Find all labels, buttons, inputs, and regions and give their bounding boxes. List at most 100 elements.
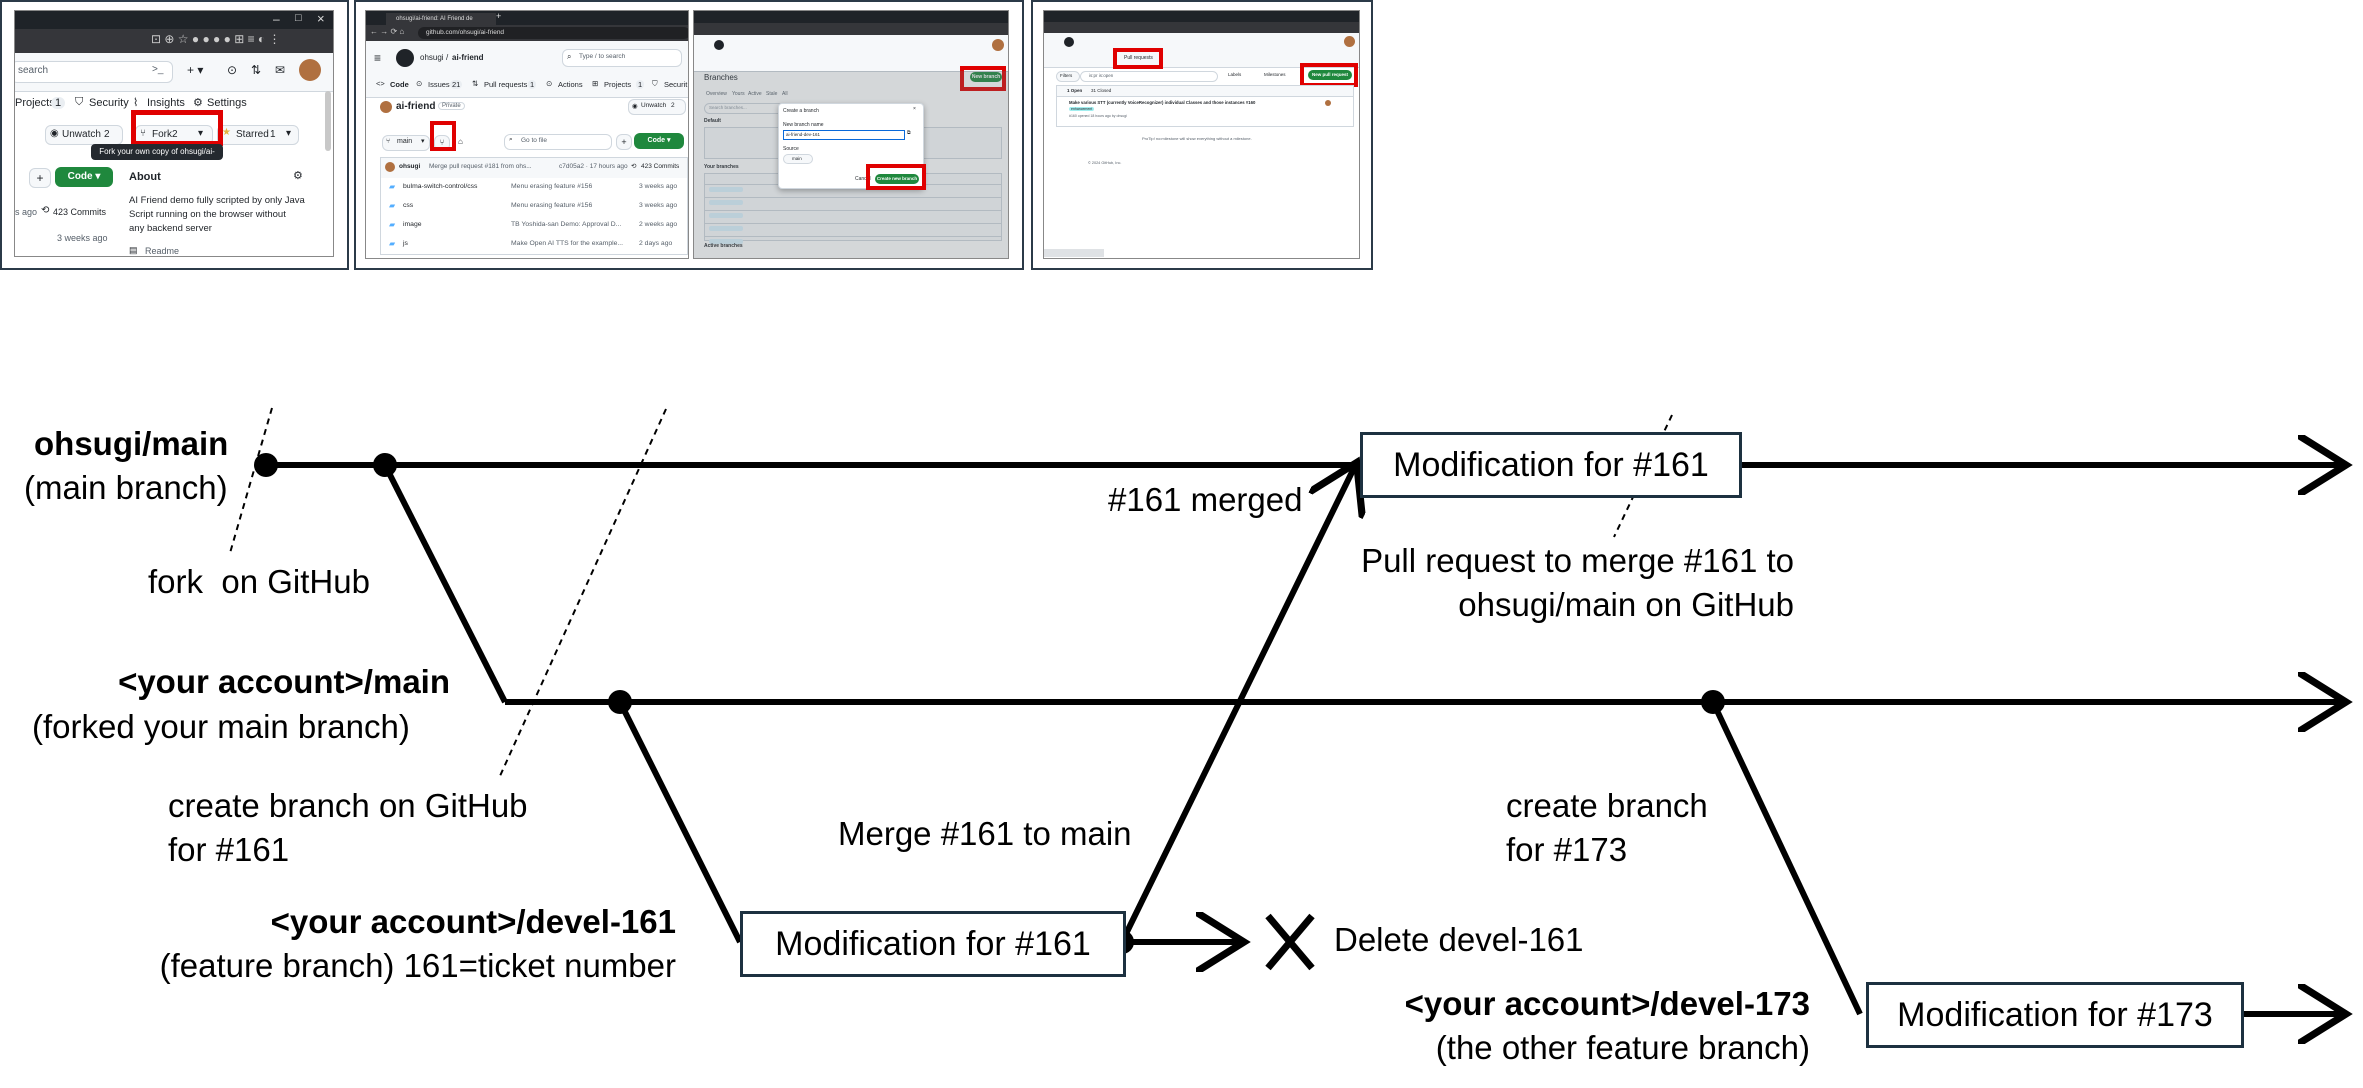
milestones-button[interactable]: Milestones — [1264, 72, 1286, 77]
projects-icon: ⊞ — [592, 79, 599, 88]
labels-button[interactable]: Labels — [1228, 72, 1242, 77]
repo-name-link[interactable]: ai-friend — [452, 53, 484, 62]
closed-count[interactable]: 31 Closed — [1091, 88, 1112, 93]
branch-row[interactable] — [705, 223, 1001, 231]
new-pr-label: New pull request — [1311, 72, 1348, 77]
new-tab-icon[interactable]: + — [496, 11, 502, 21]
go-to-file-input[interactable]: ⌕ Go to file — [504, 134, 612, 150]
devel-173-modification-box: Modification for #173 — [1866, 982, 2244, 1048]
code-button[interactable]: Code ▾ — [55, 167, 113, 187]
file-commit-message[interactable]: Menu erasing feature #156 — [511, 183, 593, 190]
inbox-icon[interactable]: ✉ — [275, 63, 286, 77]
file-name[interactable]: image — [403, 221, 422, 228]
nav-insights[interactable]: Insights — [147, 97, 185, 109]
branch-selector[interactable]: ⑂ main ▾ — [382, 135, 430, 151]
pull-requests-highlight — [1113, 48, 1163, 69]
file-name[interactable]: css — [403, 202, 414, 209]
file-commit-message[interactable]: Make Open AI TTS for the example... — [511, 240, 624, 247]
cancel-button[interactable]: Cancel — [855, 176, 871, 182]
gear-icon[interactable]: ⚙ — [293, 170, 303, 182]
unwatch-button[interactable]: ◉ Unwatch 2 — [45, 125, 123, 145]
tab-issues[interactable]: Issues — [428, 80, 450, 89]
new-branch-button[interactable]: New branch — [970, 72, 1002, 82]
branch-row[interactable] — [705, 210, 1001, 218]
search-input[interactable]: search >_ — [15, 61, 173, 83]
branch-row[interactable] — [705, 197, 1001, 205]
github-logo-icon[interactable] — [396, 49, 414, 67]
source-label: Source — [783, 146, 799, 152]
copy-icon[interactable]: ⧉ — [907, 130, 911, 136]
code-button[interactable]: Code ▾ — [634, 133, 684, 149]
hamburger-icon[interactable]: ≡ — [374, 51, 382, 65]
file-commit-message[interactable]: Menu erasing feature #156 — [511, 202, 593, 209]
owner-link[interactable]: ohsugi — [420, 53, 444, 62]
commit-message[interactable]: Merge pull request #181 from ohs... — [429, 163, 532, 170]
pull-request-icon[interactable]: ⇅ — [251, 63, 262, 77]
minimize-icon[interactable]: – — [273, 12, 280, 26]
new-pull-request-button[interactable]: New pull request — [1308, 70, 1352, 80]
tab-stale[interactable]: Stale — [766, 91, 778, 97]
tab-yours[interactable]: Yours — [732, 91, 745, 97]
delete-x-mark-b — [1265, 913, 1315, 971]
tag-icon[interactable]: ⌂ — [458, 137, 463, 146]
tab-code[interactable]: Code — [390, 80, 409, 89]
add-file-button[interactable]: + — [616, 134, 632, 150]
folder-icon: ▰ — [389, 239, 396, 248]
tab-projects[interactable]: Projects — [604, 80, 632, 89]
close-icon[interactable]: × — [913, 106, 916, 112]
repo-title: ai-friend — [396, 101, 436, 112]
filters-button[interactable]: Filters — [1056, 71, 1080, 82]
open-count[interactable]: 1 Open — [1067, 88, 1083, 93]
unwatch-label: Unwatch — [62, 129, 101, 140]
nav-arrows-icon[interactable]: ← → ⟳ ⌂ — [370, 27, 405, 36]
maximize-icon[interactable]: □ — [295, 12, 302, 24]
create-branch-button[interactable]: Create new branch — [875, 174, 919, 184]
nav-settings[interactable]: Settings — [207, 97, 247, 109]
tab-overview[interactable]: Overview — [706, 91, 727, 97]
issues-icon[interactable]: ⊙ — [227, 63, 238, 77]
branch-name-input[interactable]: ai-friend-dev-161 — [783, 130, 905, 140]
tab-all[interactable]: All — [782, 91, 788, 97]
branch-name-tag — [709, 239, 743, 244]
unwatch-button[interactable]: ◉ Unwatch 2 — [628, 99, 686, 115]
devel-161-title: <your account>/devel-161 — [270, 903, 676, 940]
scrollbar[interactable] — [325, 91, 331, 151]
search-input[interactable]: ⌕ Type / to search — [562, 49, 682, 67]
devel-161-subtitle: (feature branch) 161=ticket number — [159, 947, 676, 984]
branch-173-point-dot — [1701, 690, 1725, 714]
commit-count[interactable]: 423 Commits — [641, 163, 680, 170]
source-selector[interactable]: main — [783, 154, 813, 164]
tab-pull-requests[interactable]: Pull requests — [484, 80, 528, 89]
url-text: github.com/ohsugi/ai-friend — [426, 29, 505, 36]
url-field[interactable]: github.com/ohsugi/ai-friend — [418, 27, 688, 39]
branch-row[interactable] — [705, 236, 1001, 244]
nav-security[interactable]: Security — [89, 97, 129, 109]
commit-count[interactable]: 423 Commits — [53, 207, 107, 217]
file-name[interactable]: bulma-switch-control/css — [403, 183, 478, 190]
file-commit-message[interactable]: TB Yoshida-san Demo: Approval D... — [511, 221, 622, 228]
fork-point-dot — [373, 453, 397, 477]
close-icon[interactable]: × — [317, 11, 325, 26]
tab-security[interactable]: Securit — [664, 80, 688, 89]
tab-active[interactable]: Active — [748, 91, 762, 97]
filter-tabs: Overview Yours Active Stale All — [704, 91, 1004, 101]
file-name[interactable]: js — [403, 240, 408, 247]
readme-link[interactable]: Readme — [145, 246, 180, 256]
browser-tab[interactable]: ohsugi/ai-friend: AI Friend de — [386, 13, 496, 25]
plus-icon[interactable]: + ▾ — [187, 63, 204, 77]
avatar[interactable] — [299, 59, 321, 81]
file-age: 2 weeks ago — [639, 221, 678, 228]
repo-nav: Projects 1 ⛉ Security ⌇ Insights ⚙ Setti… — [15, 93, 333, 115]
starred-button[interactable]: ★ Starred 1 ▾ — [217, 125, 299, 145]
merge-line — [1119, 468, 1354, 944]
nav-projects[interactable]: Projects — [15, 97, 55, 109]
pr-search-input[interactable]: is:pr is:open — [1080, 71, 1218, 82]
plus-button[interactable]: + — [29, 168, 51, 188]
pr-title[interactable]: Make various STT (currently VoiceRecogni… — [1069, 100, 1256, 105]
tab-pull-requests[interactable]: Pull requests — [1124, 55, 1153, 61]
tab-actions[interactable]: Actions — [558, 80, 583, 89]
starred-count: 1 — [270, 129, 276, 140]
create-branch-highlight — [866, 164, 926, 190]
